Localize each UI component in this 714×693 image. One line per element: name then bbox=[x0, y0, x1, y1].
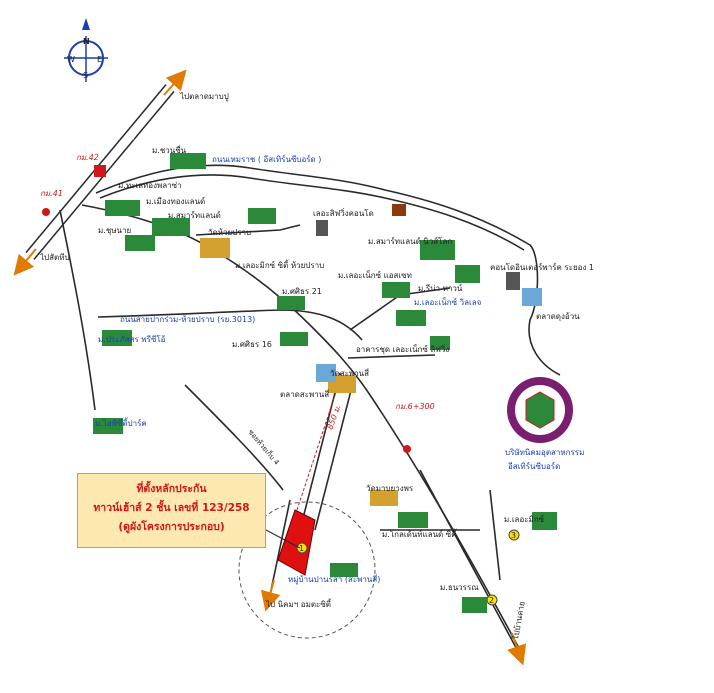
label-condo: คอนโดอินเตอร์พาร์ค ระยอง 1 bbox=[490, 262, 594, 272]
dir-bankhai: ไปบ้านค่าย bbox=[511, 601, 527, 642]
plot-marker bbox=[296, 542, 308, 554]
lerd-building-icon bbox=[392, 204, 406, 216]
plot-marker-number: 1 bbox=[299, 544, 304, 553]
radius-circle bbox=[238, 501, 376, 639]
km42-icon bbox=[94, 165, 106, 177]
label-amata-company: บริษัทนิคมอุตสาหกรรม bbox=[505, 448, 584, 457]
label-prasoed: ม.ประภัสสร พรีซีโอ้ bbox=[98, 334, 166, 344]
label-wat-map: วัดมาบยางพร bbox=[366, 484, 414, 493]
label-lerd-nix: ม.เลอะเน็กซ์ แอสเซท bbox=[338, 270, 412, 280]
property-plot bbox=[277, 509, 316, 576]
label-chusnai: ม.ชุษนาย bbox=[98, 226, 131, 235]
compass-e: E bbox=[97, 55, 102, 64]
callout-line2: ทาวน์เฮ้าส์ 2 ชั้น เลขที่ 123/258 bbox=[93, 502, 250, 514]
label-park: ม.ไอพีซีตี้ปาร์ค bbox=[95, 417, 147, 428]
label-wat-sapan: วัดสะพานสี่ bbox=[330, 367, 369, 378]
compass-s: S bbox=[83, 71, 88, 80]
label-phemarat: ถนนเหมราช ( อีสเทิร์นซีบอร์ด ) bbox=[212, 154, 321, 164]
km41-label: กม.41 bbox=[40, 189, 63, 198]
label-amata-eastern: อีสเทิร์นซีบอร์ด bbox=[508, 461, 560, 471]
road-soi38 bbox=[347, 354, 436, 359]
callout-line3: (ดูผังโครงการประกอบ) bbox=[118, 521, 225, 533]
label-thanawat: ม.ธนวรรณ bbox=[440, 583, 479, 592]
label-village-plaza: หมู่บ้านปานรสา (สะพานสี่) bbox=[288, 573, 380, 585]
village-icons bbox=[93, 153, 557, 613]
label-3013: ถนนสายปากร่วม-ห้วยปราบ (รย.3013) bbox=[120, 315, 255, 324]
marker-3 bbox=[508, 529, 520, 541]
dir-market: ไปตลาดมาบปู bbox=[179, 92, 229, 102]
compass-n: N bbox=[83, 37, 90, 46]
road-right-down bbox=[419, 469, 521, 656]
marker-2-number: 2 bbox=[489, 596, 494, 605]
road-huai-prab bbox=[195, 224, 301, 236]
label-wat-huai: วัดห้วยปราบ bbox=[208, 228, 251, 237]
label-talat-sapan: ตลาดสะพานสี่ bbox=[280, 388, 329, 399]
label-chuan-chuen: ม.ชวนชื่น bbox=[152, 144, 187, 155]
amata-logo-icon bbox=[507, 377, 573, 443]
label-golden: ม.โกลเด้นท์แลนด์ ซิตี้ bbox=[382, 528, 458, 539]
gas-station-icon bbox=[42, 208, 50, 216]
road-3013 bbox=[97, 309, 363, 341]
label-lerd-nix2: ม.เลอะเน็กซ์ วิลเลจ bbox=[414, 297, 482, 307]
condo-building-icon-2 bbox=[506, 272, 520, 290]
gas-station-icon-2 bbox=[403, 445, 411, 453]
temple-icons bbox=[200, 238, 542, 506]
km42-label: กม.42 bbox=[76, 153, 99, 162]
label-lerd-star: เลอะสิฟวิ่งคอนโด bbox=[313, 207, 374, 218]
label-taidhong: ม.ทะเลทองพลาซ่า bbox=[118, 181, 182, 190]
label-sisri21: ม.ศศิธร 21 bbox=[282, 287, 322, 296]
label-talat-dung: ตลาดดุงอ้วน bbox=[536, 312, 580, 321]
label-smart-land: ม.สมาร์ทแลนด์ bbox=[168, 210, 221, 220]
label-lerdmix2: ม.เลอะมิกซ์ bbox=[504, 514, 545, 524]
road-plot-lower bbox=[269, 499, 291, 596]
road-phemarat-2 bbox=[99, 174, 525, 251]
road-soi37 bbox=[314, 374, 356, 531]
road-phemarat bbox=[95, 164, 561, 376]
label-mueang-thong: ม.เมืองทองแลนด์ bbox=[146, 196, 205, 206]
label-smart-new: ม.สมาร์ทแลนด์ นิวส์โลก bbox=[368, 236, 452, 246]
dir-sattahip: ไปสัตหีบ bbox=[39, 253, 70, 262]
road-huaikhee bbox=[184, 384, 284, 491]
dir-nikhom: ไป นิคมฯ อมตะซิตี้ bbox=[265, 598, 332, 609]
callout-line1: ที่ตั้งหลักประกัน bbox=[136, 483, 207, 495]
label-rina: ม.รีน่า ทาวน์ bbox=[418, 283, 463, 293]
label-arkarn: อาคารชุด เลอะเน็กซ์ ลิฟวิ่ง bbox=[356, 343, 449, 354]
road-3191-left bbox=[59, 209, 96, 411]
label-huaikhee: ซอยห้วยเก็บ 4 bbox=[246, 428, 281, 467]
label-sisri16: ม.ศศิธร 16 bbox=[232, 340, 272, 349]
compass-w: W bbox=[67, 55, 75, 64]
label-lerdmix: ม.เลอะมิกซ์ ซิตี้ ห้วยปราบ bbox=[235, 259, 324, 270]
callout-pointer bbox=[265, 529, 301, 549]
compass-icon: N S E W bbox=[64, 18, 108, 82]
condo-building-icon bbox=[316, 220, 328, 236]
marker-3-number: 3 bbox=[511, 531, 516, 540]
road-soi20 bbox=[489, 489, 501, 581]
km6-label: กม.6+300 bbox=[395, 402, 435, 411]
collateral-callout: ที่ตั้งหลักประกัน ทาวน์เฮ้าส์ 2 ชั้น เลข… bbox=[77, 473, 266, 548]
